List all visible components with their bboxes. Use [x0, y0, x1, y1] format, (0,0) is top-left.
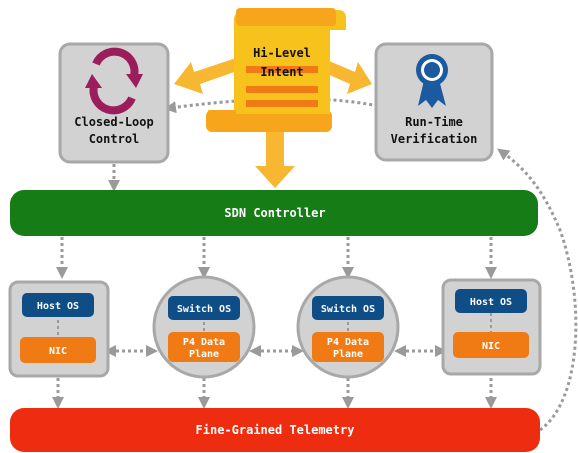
switch-os-box	[168, 296, 240, 320]
closed-loop-control-panel: Closed-Loop Control	[58, 42, 170, 164]
switch-os-box	[312, 296, 384, 320]
switch-node-1: Switch OS P4 Data Plane	[152, 275, 256, 379]
nic-box	[453, 332, 529, 358]
telemetry-bar: Fine-Grained Telemetry	[10, 408, 540, 452]
switch-node-2: Switch OS P4 Data Plane	[296, 275, 400, 379]
runtime-verification-panel: Run-Time Verification	[374, 42, 494, 162]
host-node-left: Host OS NIC	[8, 280, 110, 378]
sdn-controller-label: SDN Controller	[224, 206, 325, 220]
sdn-controller-bar: SDN Controller	[10, 190, 538, 236]
cycle-arrows-icon	[89, 47, 139, 115]
verification-title: Run-Time	[405, 115, 463, 129]
intent-arrow-down	[255, 128, 295, 188]
p4-data-plane-label: P4 Data	[183, 337, 225, 348]
intent-subtitle: Intent	[260, 65, 303, 79]
intent-arrows	[174, 58, 372, 188]
p4-data-plane-box	[312, 332, 384, 362]
p4-data-plane-label: P4 Data	[327, 337, 369, 348]
p4-data-plane-label-2: Plane	[189, 349, 219, 360]
nic-label: NIC	[49, 346, 67, 357]
verification-subtitle: Verification	[391, 132, 478, 146]
dotted-connectors	[52, 97, 578, 432]
p4-data-plane-box	[168, 332, 240, 362]
host-os-box	[22, 293, 94, 317]
feedback-verification-to-closedloop	[164, 97, 379, 114]
nic-box	[20, 337, 96, 363]
scroll-lines	[246, 66, 318, 107]
switch-os-label: Switch OS	[321, 303, 375, 315]
intent-arrow-left	[174, 58, 240, 94]
cycle-arrowhead-top	[126, 74, 143, 88]
switch-os-label: Switch OS	[177, 303, 231, 315]
p4-data-plane-label-2: Plane	[333, 349, 363, 360]
telemetry-label: Fine-Grained Telemetry	[196, 423, 355, 437]
hi-level-intent-scroll: Hi-Level Intent	[206, 8, 346, 132]
intent-arrow-right	[318, 58, 372, 94]
closed-loop-title: Closed-Loop	[74, 115, 153, 129]
closed-loop-subtitle: Control	[89, 132, 140, 146]
host-os-label: Host OS	[470, 297, 512, 308]
host-os-label: Host OS	[37, 301, 79, 312]
nic-label: NIC	[482, 341, 500, 352]
feedback-telemetry-to-verification	[497, 148, 578, 432]
cycle-arrowhead-bottom	[85, 74, 102, 88]
ribbon-award-icon	[416, 54, 448, 108]
host-node-right: Host OS NIC	[441, 278, 542, 376]
intent-title: Hi-Level	[253, 46, 311, 60]
host-os-box	[455, 289, 527, 313]
